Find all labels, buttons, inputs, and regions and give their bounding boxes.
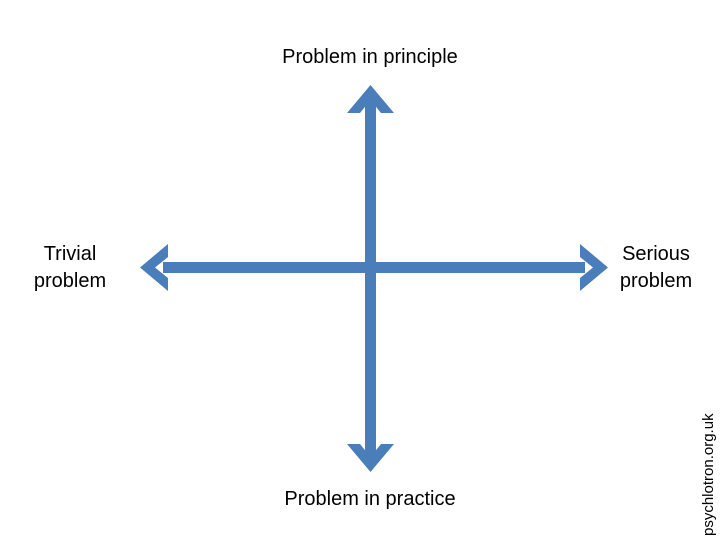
arrowhead-right-icon: [580, 244, 608, 291]
arrowhead-up-icon: [347, 85, 394, 113]
axis-label-right: Serious problem: [619, 243, 693, 292]
vertical-axis-arrow: [347, 85, 394, 472]
axis-label-bottom: Problem in practice: [284, 488, 456, 510]
axis-label-left: Trivial problem: [33, 243, 107, 292]
axis-label-top: Problem in principle: [282, 46, 458, 68]
watermark-text: psychlotron.org.uk: [700, 413, 717, 536]
horizontal-axis-arrow: [140, 244, 608, 291]
arrowhead-left-icon: [140, 244, 168, 291]
vertical-axis-shaft: [365, 100, 376, 458]
horizontal-axis-shaft: [163, 262, 585, 273]
arrowhead-down-icon: [347, 444, 394, 472]
